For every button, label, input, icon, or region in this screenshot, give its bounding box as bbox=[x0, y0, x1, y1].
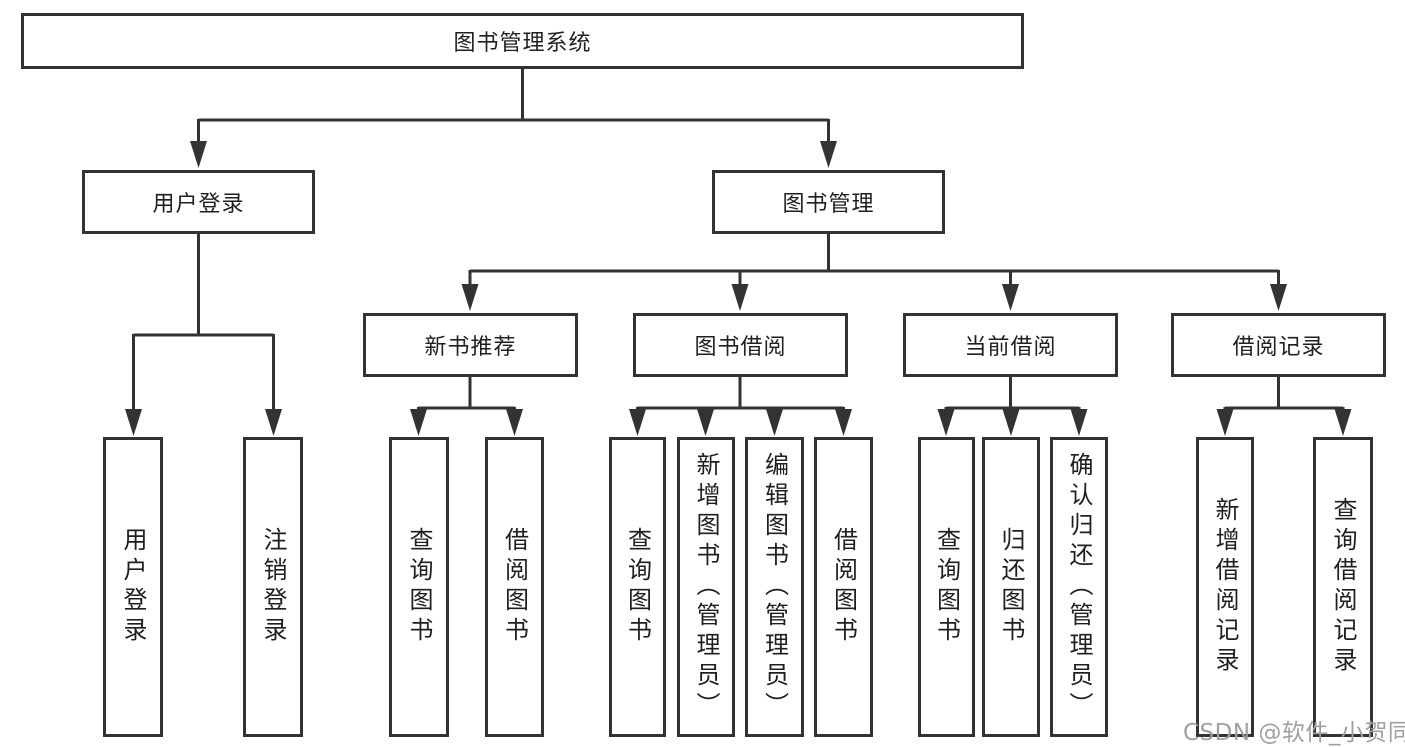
node-label: 新增图书（管理员） bbox=[692, 452, 720, 722]
node-label: 注销登录 bbox=[259, 527, 287, 647]
node-book-borrowing: 图书借阅 bbox=[633, 313, 848, 377]
leaf-add-borrow-record: 新增借阅记录 bbox=[1196, 437, 1254, 737]
node-label: 图书管理系统 bbox=[453, 31, 592, 56]
leaf-query-borrow-record: 查询借阅记录 bbox=[1313, 437, 1373, 737]
node-user-login: 用户登录 bbox=[82, 170, 315, 234]
leaf-confirm-return-admin: 确认归还（管理员） bbox=[1050, 437, 1108, 737]
node-label: 当前借阅 bbox=[964, 335, 1057, 360]
leaf-user-login: 用户登录 bbox=[103, 437, 163, 737]
leaf-query-books-borrow: 查询图书 bbox=[609, 437, 666, 737]
leaf-logout: 注销登录 bbox=[243, 437, 303, 737]
leaf-query-books-recommend: 查询图书 bbox=[389, 437, 449, 737]
watermark: CSDN @软件_小贺同学 bbox=[1183, 720, 1405, 746]
leaf-borrow-books: 借阅图书 bbox=[814, 437, 873, 737]
node-label: 用户登录 bbox=[119, 527, 147, 647]
node-label: 图书借阅 bbox=[694, 335, 787, 360]
node-label: 归还图书 bbox=[997, 527, 1025, 647]
node-label: 借阅图书 bbox=[500, 527, 529, 647]
node-label: 借阅记录 bbox=[1232, 335, 1325, 360]
leaf-query-books-current: 查询图书 bbox=[918, 437, 975, 737]
node-label: 确认归还（管理员） bbox=[1065, 452, 1093, 722]
node-label: 借阅图书 bbox=[829, 527, 858, 647]
node-label: 用户登录 bbox=[152, 192, 245, 217]
node-borrow-records: 借阅记录 bbox=[1171, 313, 1386, 377]
node-current-borrowing: 当前借阅 bbox=[903, 313, 1118, 377]
leaf-return-books: 归还图书 bbox=[982, 437, 1040, 737]
leaf-add-book-admin: 新增图书（管理员） bbox=[677, 437, 735, 737]
leaf-borrow-books-recommend: 借阅图书 bbox=[485, 437, 544, 737]
node-label: 图书管理 bbox=[782, 192, 875, 217]
node-library-management-system: 图书管理系统 bbox=[21, 13, 1024, 69]
node-label: 查询借阅记录 bbox=[1329, 497, 1357, 677]
node-new-book-recommend: 新书推荐 bbox=[363, 313, 578, 377]
node-label: 新增借阅记录 bbox=[1211, 497, 1239, 677]
node-label: 编辑图书（管理员） bbox=[760, 452, 789, 722]
leaf-edit-book-admin: 编辑图书（管理员） bbox=[745, 437, 804, 737]
node-label: 查询图书 bbox=[623, 527, 652, 647]
node-label: 新书推荐 bbox=[424, 335, 517, 360]
node-book-management: 图书管理 bbox=[712, 170, 945, 234]
node-label: 查询图书 bbox=[405, 527, 433, 647]
node-label: 查询图书 bbox=[932, 527, 961, 647]
